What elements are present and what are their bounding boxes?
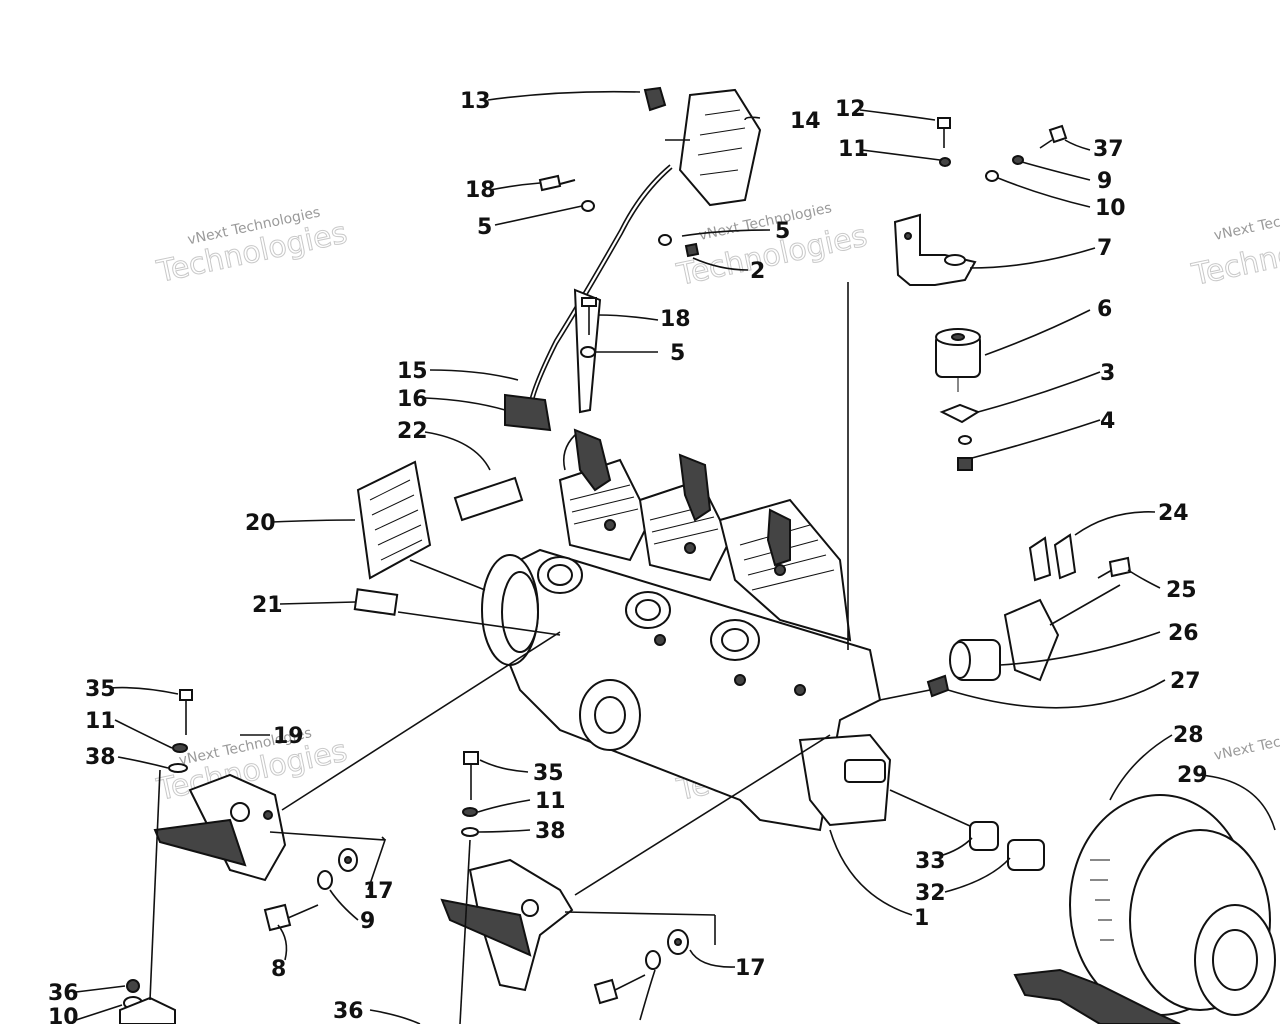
part-label-25: 25 — [1166, 578, 1197, 603]
part-label-32: 32 — [915, 881, 946, 906]
part-label-9: 9 — [1097, 169, 1112, 194]
part-label-28: 28 — [1173, 723, 1204, 748]
watermark-text: vNext Technologies — [1213, 720, 1280, 764]
part-label-17: 17 — [363, 879, 394, 904]
part-label-17: 17 — [735, 956, 766, 981]
part-label-9: 9 — [360, 909, 375, 934]
leader-lines — [75, 90, 1276, 1024]
part-label-35: 35 — [533, 761, 564, 786]
engine-mount-group — [893, 117, 1068, 471]
part-label-7: 7 — [1097, 236, 1112, 261]
part-label-38: 38 — [535, 819, 566, 844]
part-label-2: 2 — [750, 259, 765, 284]
part-label-27: 27 — [1170, 669, 1201, 694]
decals-group — [353, 460, 524, 616]
part-label-5: 5 — [670, 341, 685, 366]
part-label-8: 8 — [271, 957, 286, 982]
part-label-4: 4 — [1100, 409, 1115, 434]
part-label-20: 20 — [245, 511, 276, 536]
part-label-16: 16 — [397, 387, 428, 412]
part-label-36: 36 — [333, 999, 364, 1024]
part-label-11: 11 — [85, 709, 116, 734]
part-label-21: 21 — [252, 593, 283, 618]
part-label-12: 12 — [835, 97, 866, 122]
part-label-5: 5 — [477, 215, 492, 240]
part-label-11: 11 — [535, 789, 566, 814]
part-label-19: 19 — [273, 724, 304, 749]
part-label-33: 33 — [915, 849, 946, 874]
part-label-36: 36 — [48, 981, 79, 1006]
part-label-18: 18 — [465, 178, 496, 203]
part-label-37: 37 — [1093, 137, 1124, 162]
lower-mounts-group — [119, 689, 689, 1024]
clutch-group — [926, 533, 1276, 1024]
engine-block — [481, 428, 892, 832]
part-label-24: 24 — [1158, 501, 1189, 526]
part-label-35: 35 — [85, 677, 116, 702]
part-label-22: 22 — [397, 419, 428, 444]
part-label-15: 15 — [397, 359, 428, 384]
part-label-11: 11 — [838, 137, 869, 162]
part-label-38: 38 — [85, 745, 116, 770]
part-label-14: 14 — [790, 109, 821, 134]
part-number-labels: 13 14 18 5 5 2 12 11 37 9 10 7 6 3 4 18 … — [48, 89, 1208, 1024]
part-label-18: 18 — [660, 307, 691, 332]
part-label-10: 10 — [48, 1005, 79, 1024]
part-label-10: 10 — [1095, 196, 1126, 221]
part-label-5: 5 — [775, 219, 790, 244]
part-label-13: 13 — [460, 89, 491, 114]
watermark-text: vNext Technologies — [1213, 200, 1280, 244]
part-label-3: 3 — [1100, 361, 1115, 386]
part-label-26: 26 — [1168, 621, 1199, 646]
part-label-6: 6 — [1097, 297, 1112, 322]
part-label-1: 1 — [914, 906, 929, 931]
part-label-29: 29 — [1177, 763, 1208, 788]
